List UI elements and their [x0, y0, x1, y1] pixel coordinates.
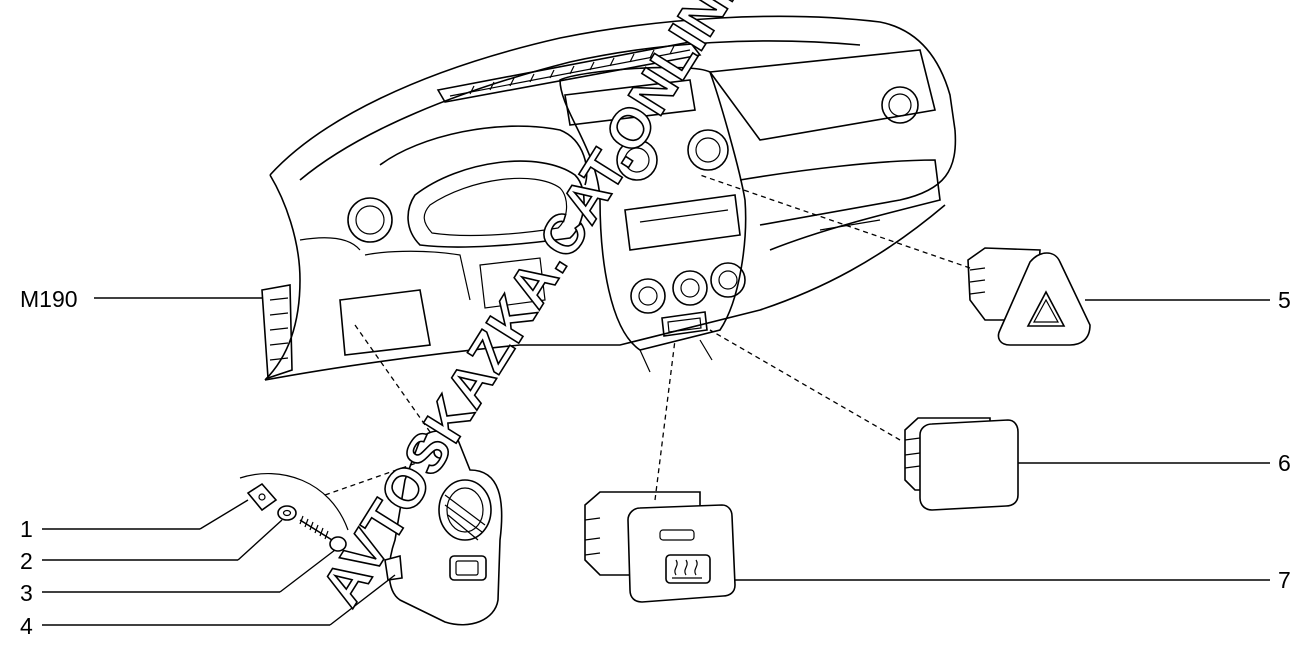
- part-2-washer: [277, 505, 297, 521]
- part-5-hazard-switch: [967, 247, 1091, 346]
- callout-1: 1: [20, 516, 33, 542]
- dashboard-illustration: [261, 15, 957, 381]
- callout-2: 2: [20, 548, 33, 574]
- callout-7: 7: [1278, 567, 1291, 593]
- assembly-arrows: [324, 174, 971, 501]
- callout-m190: M190: [20, 286, 78, 312]
- part-3-screw: [299, 515, 347, 552]
- part-7-defrost-switch: [584, 491, 736, 603]
- part-1-clip: [246, 482, 278, 512]
- callout-5: 5: [1278, 287, 1291, 313]
- part-6-blank-switch: [904, 417, 1019, 511]
- callout-6: 6: [1278, 450, 1291, 476]
- callout-3: 3: [20, 580, 33, 606]
- callout-4: 4: [20, 613, 33, 639]
- leader-lines: [42, 297, 1270, 626]
